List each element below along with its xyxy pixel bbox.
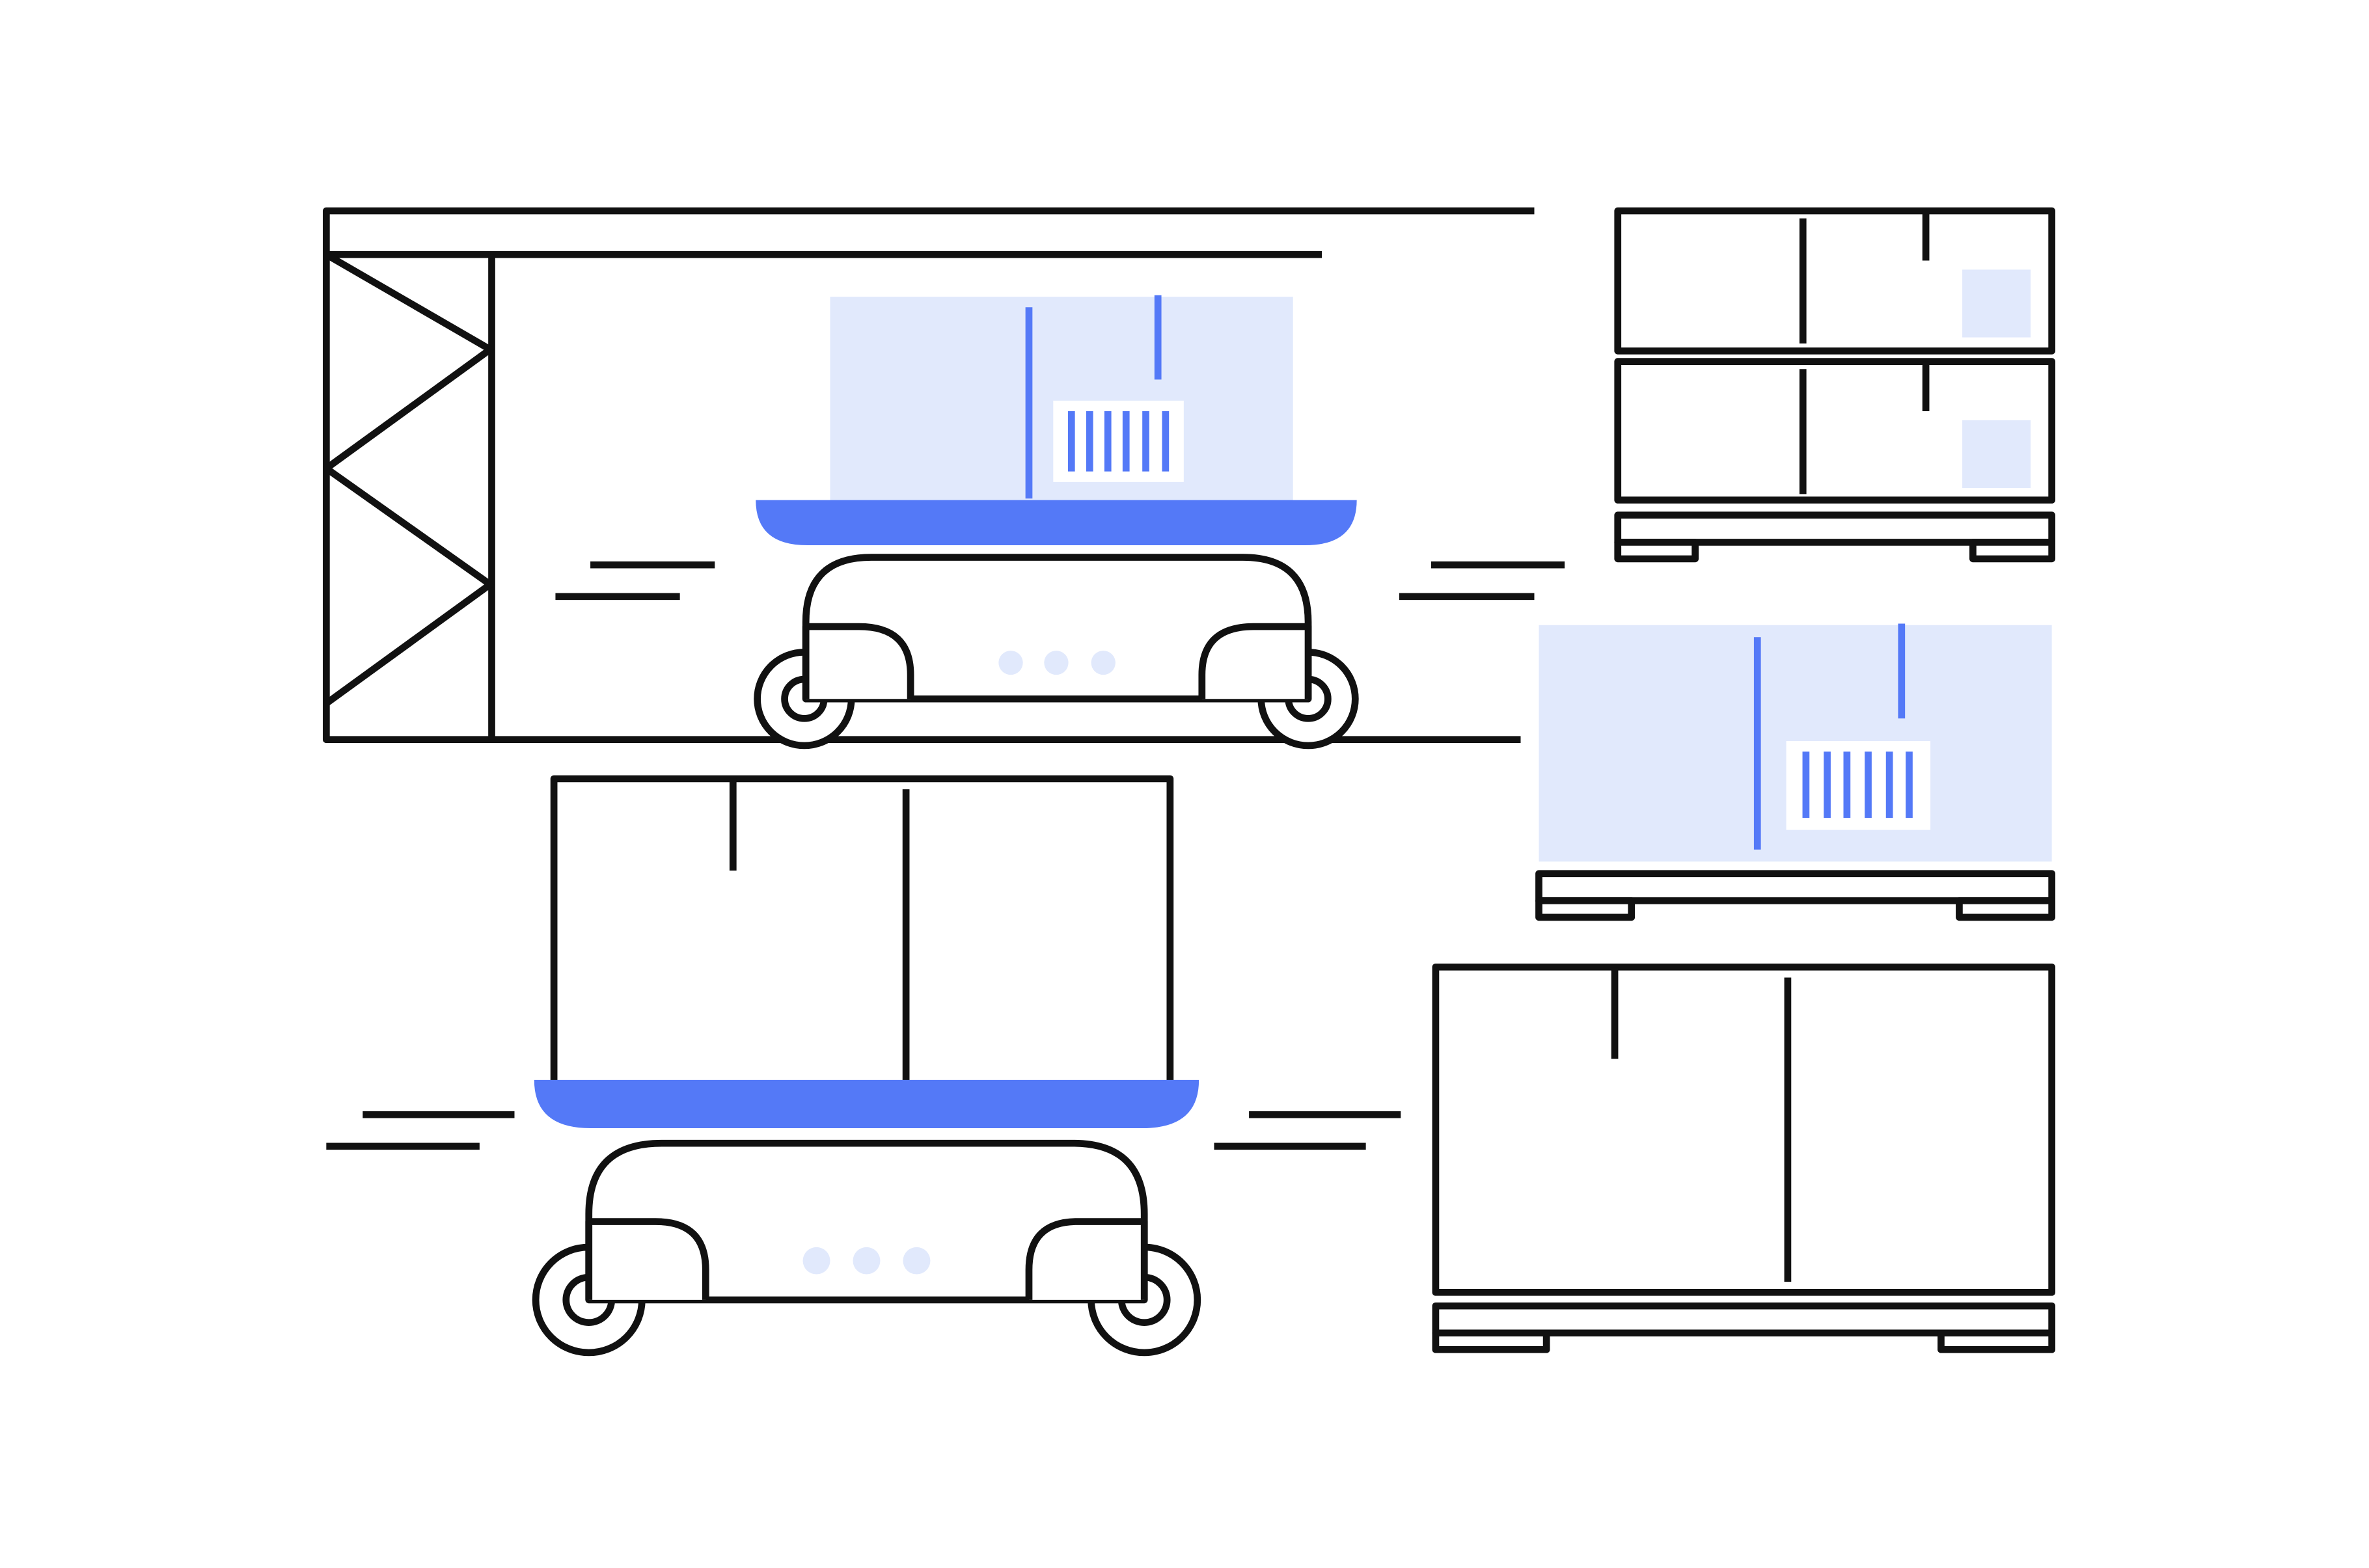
cardboard-box bbox=[1614, 358, 2056, 504]
tinted-box-top bbox=[830, 295, 1293, 502]
warehouse-rack bbox=[322, 207, 1535, 744]
pallet bbox=[1432, 1302, 2056, 1353]
rack-cross-brace bbox=[322, 251, 494, 707]
stacked-boxes bbox=[1614, 207, 2056, 563]
robot-deck bbox=[534, 1079, 1199, 1128]
barcode-label-icon bbox=[1786, 741, 1931, 830]
status-lights bbox=[802, 1247, 931, 1275]
robot-body bbox=[802, 554, 1312, 703]
delivery-robot-bottom bbox=[532, 775, 1201, 1357]
labeled-box-on-pallet bbox=[1535, 623, 2056, 921]
cardboard-box bbox=[1432, 963, 2056, 1296]
barcode-label-icon bbox=[1053, 400, 1184, 482]
robot-body bbox=[585, 1139, 1148, 1304]
robot-deck bbox=[756, 500, 1357, 546]
cardboard-box bbox=[1614, 207, 2056, 355]
cardboard-box bbox=[550, 775, 1174, 1091]
pallet bbox=[1614, 511, 2056, 563]
large-box-on-pallet bbox=[1432, 963, 2056, 1353]
motion-lines bbox=[326, 561, 1565, 1150]
status-lights bbox=[998, 651, 1116, 675]
delivery-robot-top bbox=[754, 295, 1359, 750]
pallet bbox=[1535, 870, 2056, 921]
